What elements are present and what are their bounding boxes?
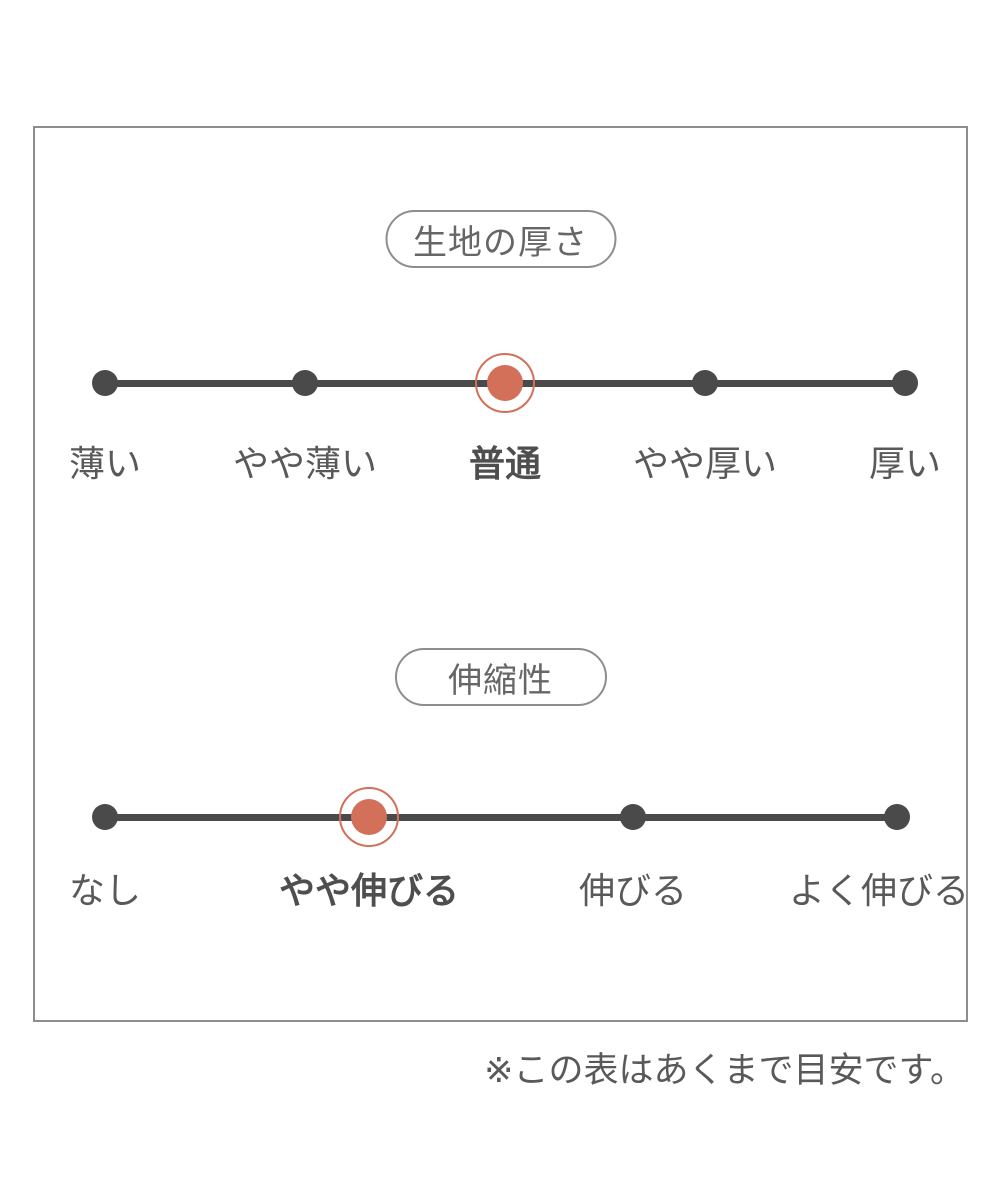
scale-label: 厚い (868, 443, 942, 484)
stretch-title-pill: 伸縮性 (394, 648, 607, 706)
scale-label: 伸びる (578, 870, 687, 911)
scale-dot (92, 370, 118, 396)
scale-label: やや厚い (632, 443, 778, 484)
scale-dot (892, 370, 918, 396)
scale-label: 薄い (68, 443, 142, 484)
scale-dot (692, 370, 718, 396)
guide-frame: 生地の厚さ 薄い やや薄い 普通 やや厚い 厚い 伸縮性 なし やや伸びる 伸びる よく伸びる (33, 126, 970, 1022)
disclaimer-note: ※この表はあくまで目安です。 (484, 1051, 965, 1090)
stretch-title: 伸縮性 (448, 661, 553, 700)
scale-label: よく伸びる (788, 870, 970, 911)
selected-dot (350, 799, 387, 835)
track-line (105, 813, 897, 821)
scale-label: やや薄い (232, 443, 378, 484)
scale-dot (92, 804, 118, 830)
scale-dot (292, 370, 318, 396)
selected-scale-label: 普通 (468, 443, 542, 484)
thickness-title: 生地の厚さ (413, 223, 588, 262)
scale-dot (884, 804, 910, 830)
selected-scale-label: やや伸びる (278, 870, 459, 911)
selected-dot (487, 365, 523, 401)
scale-label: なし (68, 870, 142, 911)
scale-dot (619, 804, 646, 830)
thickness-title-pill: 生地の厚さ (385, 210, 616, 268)
